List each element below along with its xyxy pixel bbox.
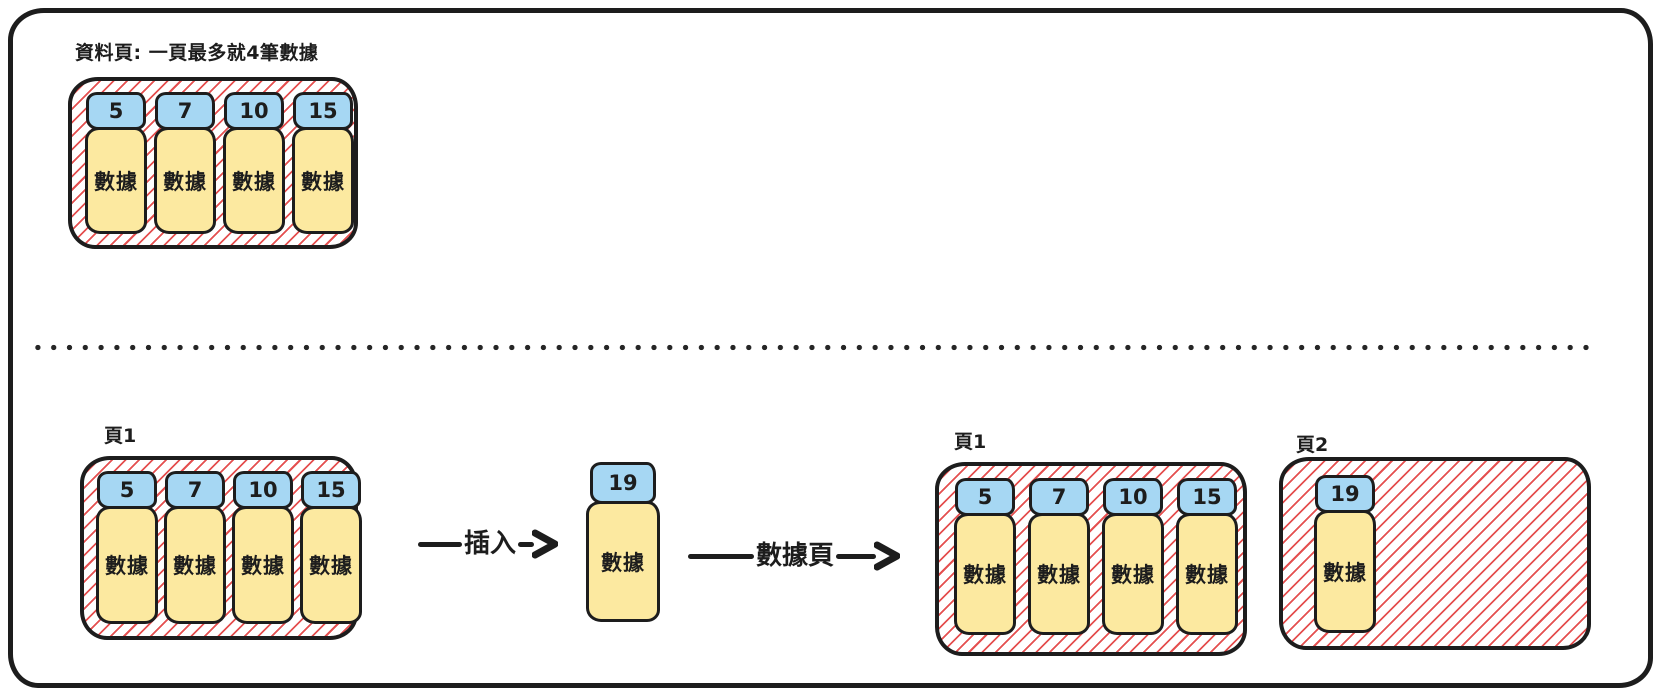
page2: 19 數據	[1279, 457, 1591, 650]
page1-after: 5 數據 7 數據 10 數據 15 數據	[935, 462, 1247, 656]
page2-label: 頁2	[1296, 434, 1329, 456]
arrowhead-icon	[532, 529, 559, 559]
page1-before: 5 數據 7 數據 10 數據 15 數據	[80, 456, 362, 640]
data-box: 數據	[164, 506, 226, 624]
key-box: 15	[301, 471, 361, 509]
data-box: 數據	[300, 506, 362, 624]
data-box: 數據	[586, 501, 660, 622]
key-box: 7	[165, 471, 225, 509]
data-box: 數據	[232, 506, 294, 624]
key-box: 15	[293, 92, 353, 130]
page-top: 5 數據 7 數據 10 數據 15 數據	[68, 77, 358, 249]
diagram-title: 資料頁: 一頁最多就4筆數據	[75, 42, 319, 64]
page1-before-label: 頁1	[104, 425, 137, 447]
data-box: 數據	[85, 127, 147, 234]
page1-after-label: 頁1	[954, 431, 987, 453]
split-arrow-label: 數據頁	[756, 541, 835, 571]
data-box: 數據	[1102, 513, 1164, 635]
record-cell: 10 數據	[232, 471, 294, 624]
record-cell: 5 數據	[85, 92, 147, 234]
arrow-line	[418, 541, 462, 547]
arrow-line	[836, 553, 877, 559]
key-box: 5	[97, 471, 157, 509]
key-box: 19	[590, 462, 656, 504]
record-cell: 7 數據	[164, 471, 226, 624]
data-box: 數據	[954, 513, 1016, 635]
record-cell: 15 數據	[292, 92, 354, 234]
data-box: 數據	[223, 127, 285, 234]
record-cell: 7 數據	[1028, 478, 1090, 635]
arrowhead-icon	[874, 541, 901, 571]
insert-arrow-label: 插入	[464, 529, 517, 559]
key-box: 19	[1315, 475, 1375, 513]
data-box: 數據	[292, 127, 354, 234]
key-box: 15	[1177, 478, 1237, 516]
key-box: 5	[955, 478, 1015, 516]
data-box: 數據	[154, 127, 216, 234]
data-box: 數據	[1176, 513, 1238, 635]
record-cell: 7 數據	[154, 92, 216, 234]
data-box: 數據	[96, 506, 158, 624]
key-box: 7	[1029, 478, 1089, 516]
arrow-line	[518, 541, 535, 547]
key-box: 10	[233, 471, 293, 509]
key-box: 10	[224, 92, 284, 130]
dotted-divider	[30, 344, 1596, 351]
record-cell: 10 數據	[1102, 478, 1164, 635]
arrow-line	[688, 553, 754, 559]
record-cell: 15 數據	[1176, 478, 1238, 635]
insert-arrow: 插入	[418, 524, 559, 564]
record-cell: 15 數據	[300, 471, 362, 624]
key-box: 7	[155, 92, 215, 130]
key-box: 5	[86, 92, 146, 130]
new-record: 19 數據	[586, 462, 660, 622]
split-arrow: 數據頁	[688, 536, 901, 576]
record-cell: 5 數據	[96, 471, 158, 624]
record-cell: 5 數據	[954, 478, 1016, 635]
data-box: 數據	[1028, 513, 1090, 635]
record-cell: 19 數據	[1314, 475, 1376, 633]
outer-frame	[8, 8, 1653, 688]
record-cell: 10 數據	[223, 92, 285, 234]
data-box: 數據	[1314, 510, 1376, 633]
key-box: 10	[1103, 478, 1163, 516]
